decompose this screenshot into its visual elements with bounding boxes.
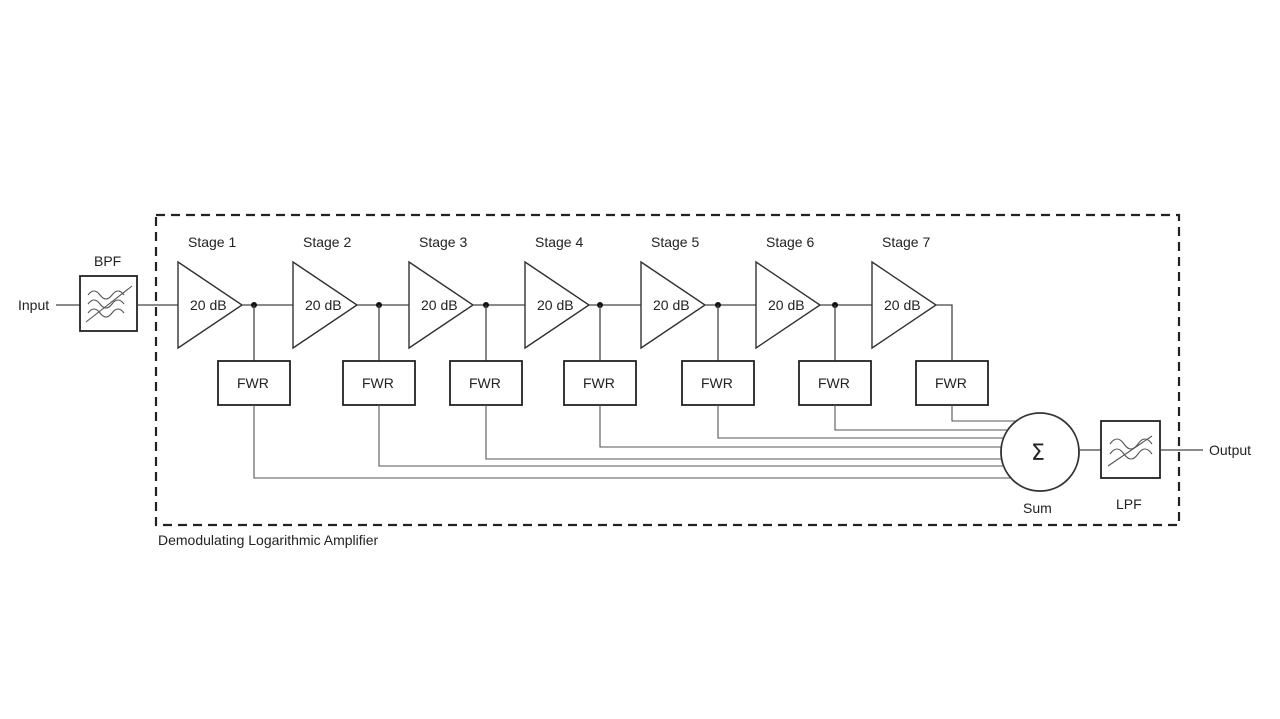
stage-1-fwr-label: FWR [237,375,269,391]
stage-5-sum-route [717,405,1004,439]
stage-3-sum-route [485,405,1002,460]
stage-7-fwr-label: FWR [935,375,967,391]
stage-4-sum-route [599,405,1002,448]
stage-2-fwr-box [342,360,416,406]
amplifier-triangle-icon [640,260,707,350]
stage-5-gain: 20 dB [653,297,690,313]
stage-2-sum-route [378,405,1004,467]
bpf-label: BPF [94,253,121,269]
stage-6-gain: 20 dB [768,297,805,313]
output-label: Output [1209,442,1251,458]
stage-4-label: Stage 4 [535,234,583,250]
stage-4-gain: 20 dB [537,297,574,313]
stage-3-gain: 20 dB [421,297,458,313]
stage-3-fwr-label: FWR [469,375,501,391]
stage-4-fwr-label: FWR [583,375,615,391]
stage-5-fwr-box [681,360,755,406]
amplifier-enclosure [154,213,1181,527]
stage-3: Stage 3 20 dB FWR [408,234,1002,460]
sum-symbol: Σ [1031,441,1045,466]
stage-7-out-wire [936,304,953,361]
lowpass-filter-icon [1100,420,1161,479]
summing-junction-icon: Σ [1000,412,1080,492]
sum-label: Sum [1023,500,1052,516]
enclosure-label: Demodulating Logarithmic Amplifier [158,532,379,548]
stage-7-gain: 20 dB [884,297,921,313]
stage-4: Stage 4 20 dB FWR [524,234,1002,448]
amplifier-triangle-icon [755,260,822,350]
stage-7-label: Stage 7 [882,234,930,250]
stage-6-sum-route [834,405,1008,431]
stages-layer: Stage 1 20 dB FWR Stage 2 20 dB FWR Stage 3 20 … [177,234,1017,479]
stage-2-fwr-label: FWR [362,375,394,391]
stage-7-sum-route [951,405,1017,422]
stage-6-fwr-label: FWR [818,375,850,391]
stage-5: Stage 5 20 dB FWR [640,234,1004,439]
stage-4-fwr-box [563,360,637,406]
lpf-label: LPF [1116,496,1142,512]
stage-6-label: Stage 6 [766,234,814,250]
stage-2: Stage 2 20 dB FWR [292,234,1004,467]
stage-3-label: Stage 3 [419,234,467,250]
stage-7-fwr-box [915,360,989,406]
stage-6: Stage 6 20 dB FWR [755,234,1008,431]
stage-5-label: Stage 5 [651,234,699,250]
stage-1: Stage 1 20 dB FWR [177,234,1011,479]
stage-1-sum-route [253,405,1011,479]
stage-2-gain: 20 dB [305,297,342,313]
stage-1-label: Stage 1 [188,234,236,250]
amplifier-triangle-icon [177,260,244,350]
stage-5-fwr-label: FWR [701,375,733,391]
stage-2-label: Stage 2 [303,234,351,250]
amplifier-triangle-icon [871,260,938,350]
amplifier-triangle-icon [408,260,475,350]
bandpass-filter-icon [79,275,138,332]
stage-7: Stage 7 20 dB FWR [871,234,1017,422]
input-label: Input [18,297,49,313]
amplifier-triangle-icon [524,260,591,350]
stage-1-gain: 20 dB [190,297,227,313]
amplifier-triangle-icon [292,260,359,350]
stage-3-fwr-box [449,360,523,406]
